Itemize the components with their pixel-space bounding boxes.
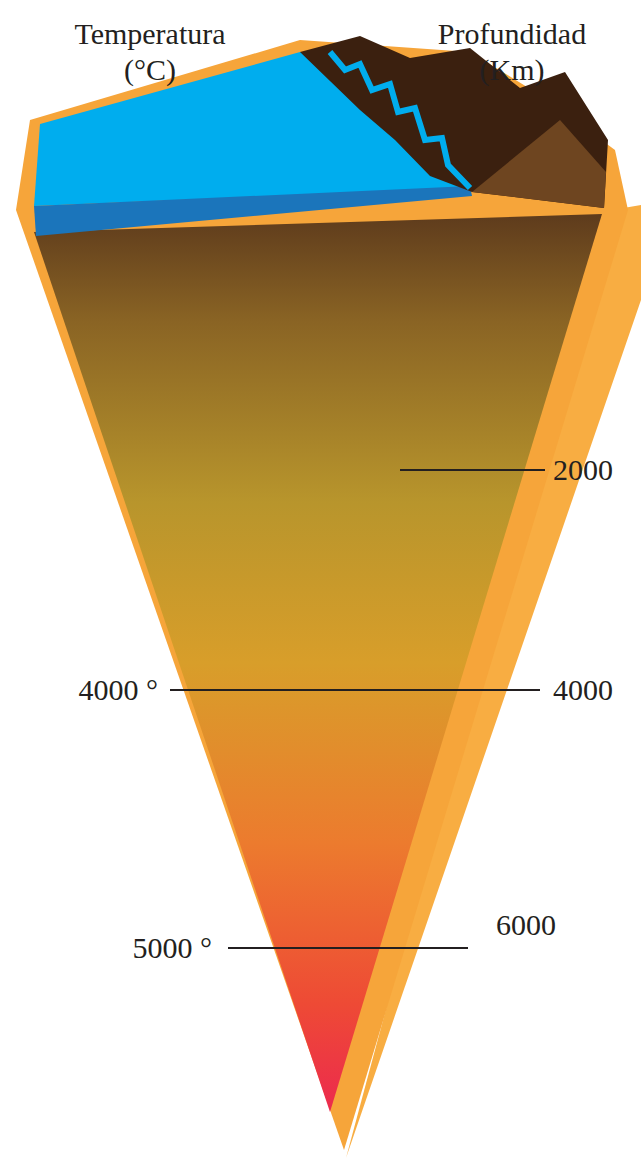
- mountains: [300, 36, 608, 208]
- leader-line: [400, 469, 545, 471]
- temperature-value: 5000 °: [133, 930, 213, 966]
- depth-value: 4000: [553, 672, 613, 708]
- axis-heading: Profundidad (Km): [412, 16, 612, 88]
- axis-heading: Temperatura (°C): [50, 16, 250, 88]
- depth-value: 6000: [496, 907, 556, 943]
- wedge-rim: [16, 40, 628, 1150]
- temperature-value: 4000 °: [79, 672, 159, 708]
- depth-value: 2000: [553, 452, 613, 488]
- ocean-floor: [34, 186, 472, 236]
- earth-interior: [34, 214, 602, 1112]
- shore: [330, 52, 470, 188]
- leader-line: [170, 689, 540, 691]
- leader-line: [228, 947, 468, 949]
- mountain-slope: [472, 120, 606, 208]
